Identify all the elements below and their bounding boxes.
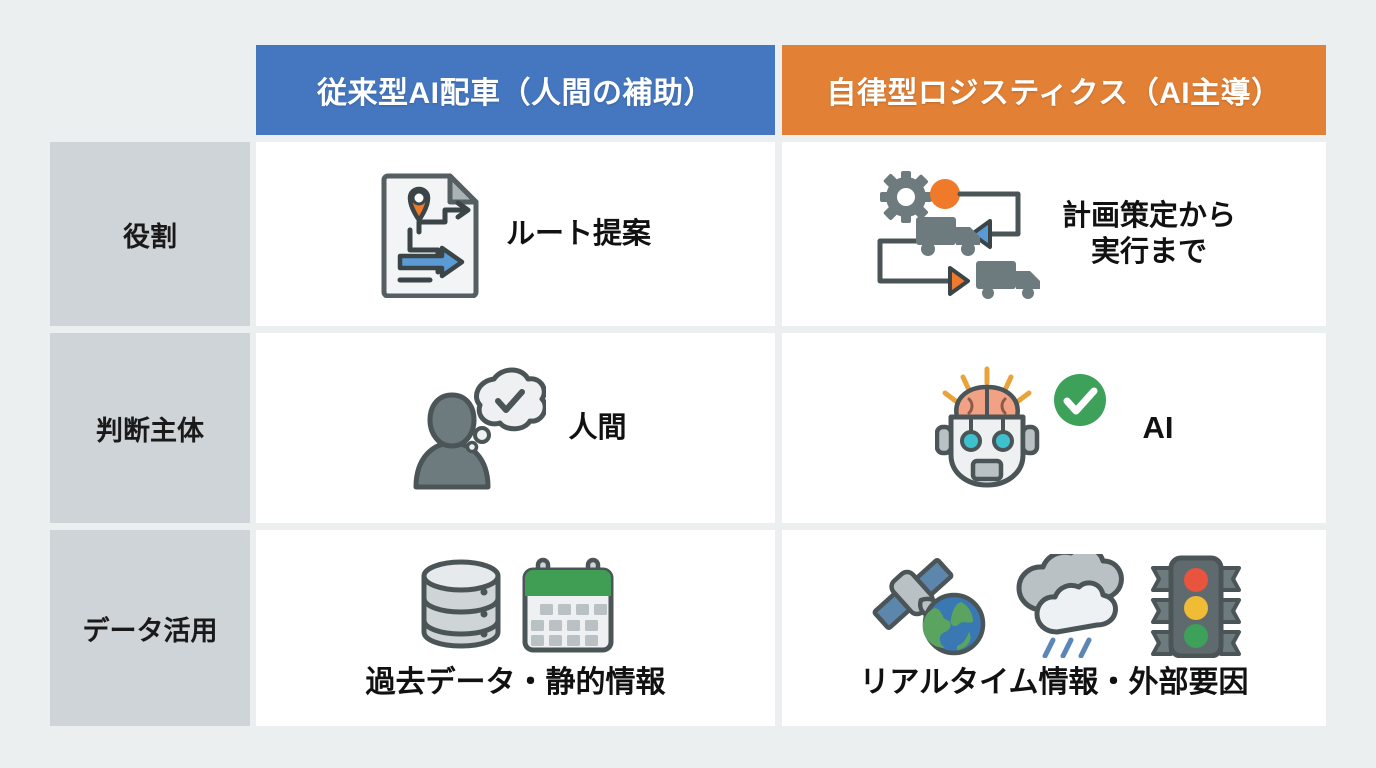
cell-role-conventional: ルート提案 [256, 142, 775, 326]
person-thought-bubble-icon [404, 365, 547, 491]
calendar-icon [520, 556, 616, 656]
cell-data-conventional: 過去データ・静的情報 [256, 530, 775, 726]
route-document-icon [380, 170, 484, 298]
green-check-badge-icon [1051, 371, 1109, 429]
table-header-row: 従来型AI配車（人間の補助） 自律型ロジスティクス（AI主導） [50, 45, 1326, 135]
realtime-data-icon-group [865, 554, 1243, 659]
header-corner-blank [50, 45, 250, 135]
cell-data-autonomous: リアルタイム情報・外部要因 [782, 530, 1326, 726]
column-header-autonomous-logistics: 自律型ロジスティクス（AI主導） [782, 45, 1326, 135]
cell-text-past-static-data: 過去データ・静的情報 [365, 666, 666, 700]
cell-text-realtime-external: リアルタイム情報・外部要因 [859, 666, 1249, 700]
cell-decision-autonomous: AI [782, 333, 1326, 523]
cell-decision-conventional: 人間 [256, 333, 775, 523]
traffic-light-icon [1149, 554, 1243, 659]
row-label-decision-maker: 判断主体 [50, 333, 250, 523]
comparison-table: 従来型AI配車（人間の補助） 自律型ロジスティクス（AI主導） 役割 [50, 45, 1326, 726]
cell-role-autonomous: 計画策定から 実行まで [782, 142, 1326, 326]
rain-cloud-icon [1009, 554, 1127, 659]
robot-decision-icon-group [934, 365, 1109, 491]
cell-text-ai: AI [1142, 409, 1174, 445]
logistics-flow-icon [872, 169, 1040, 299]
table-row: データ活用 [50, 530, 1326, 726]
cell-text-plan-to-execution: 計画策定から 実行まで [1061, 199, 1236, 268]
satellite-globe-icon [865, 554, 987, 658]
cell-text-route-proposal: ルート提案 [505, 217, 651, 250]
table-row: 判断主体 人間 [50, 333, 1326, 523]
column-header-conventional-ai: 従来型AI配車（人間の補助） [256, 45, 775, 135]
cell-text-human: 人間 [568, 411, 627, 444]
table-row: 役割 ルート提案 [50, 142, 1326, 326]
row-label-role: 役割 [50, 142, 250, 326]
robot-brain-icon [934, 365, 1043, 491]
row-label-data-usage: データ活用 [50, 530, 250, 726]
past-data-icon-group [416, 554, 616, 658]
database-icon [416, 554, 506, 658]
